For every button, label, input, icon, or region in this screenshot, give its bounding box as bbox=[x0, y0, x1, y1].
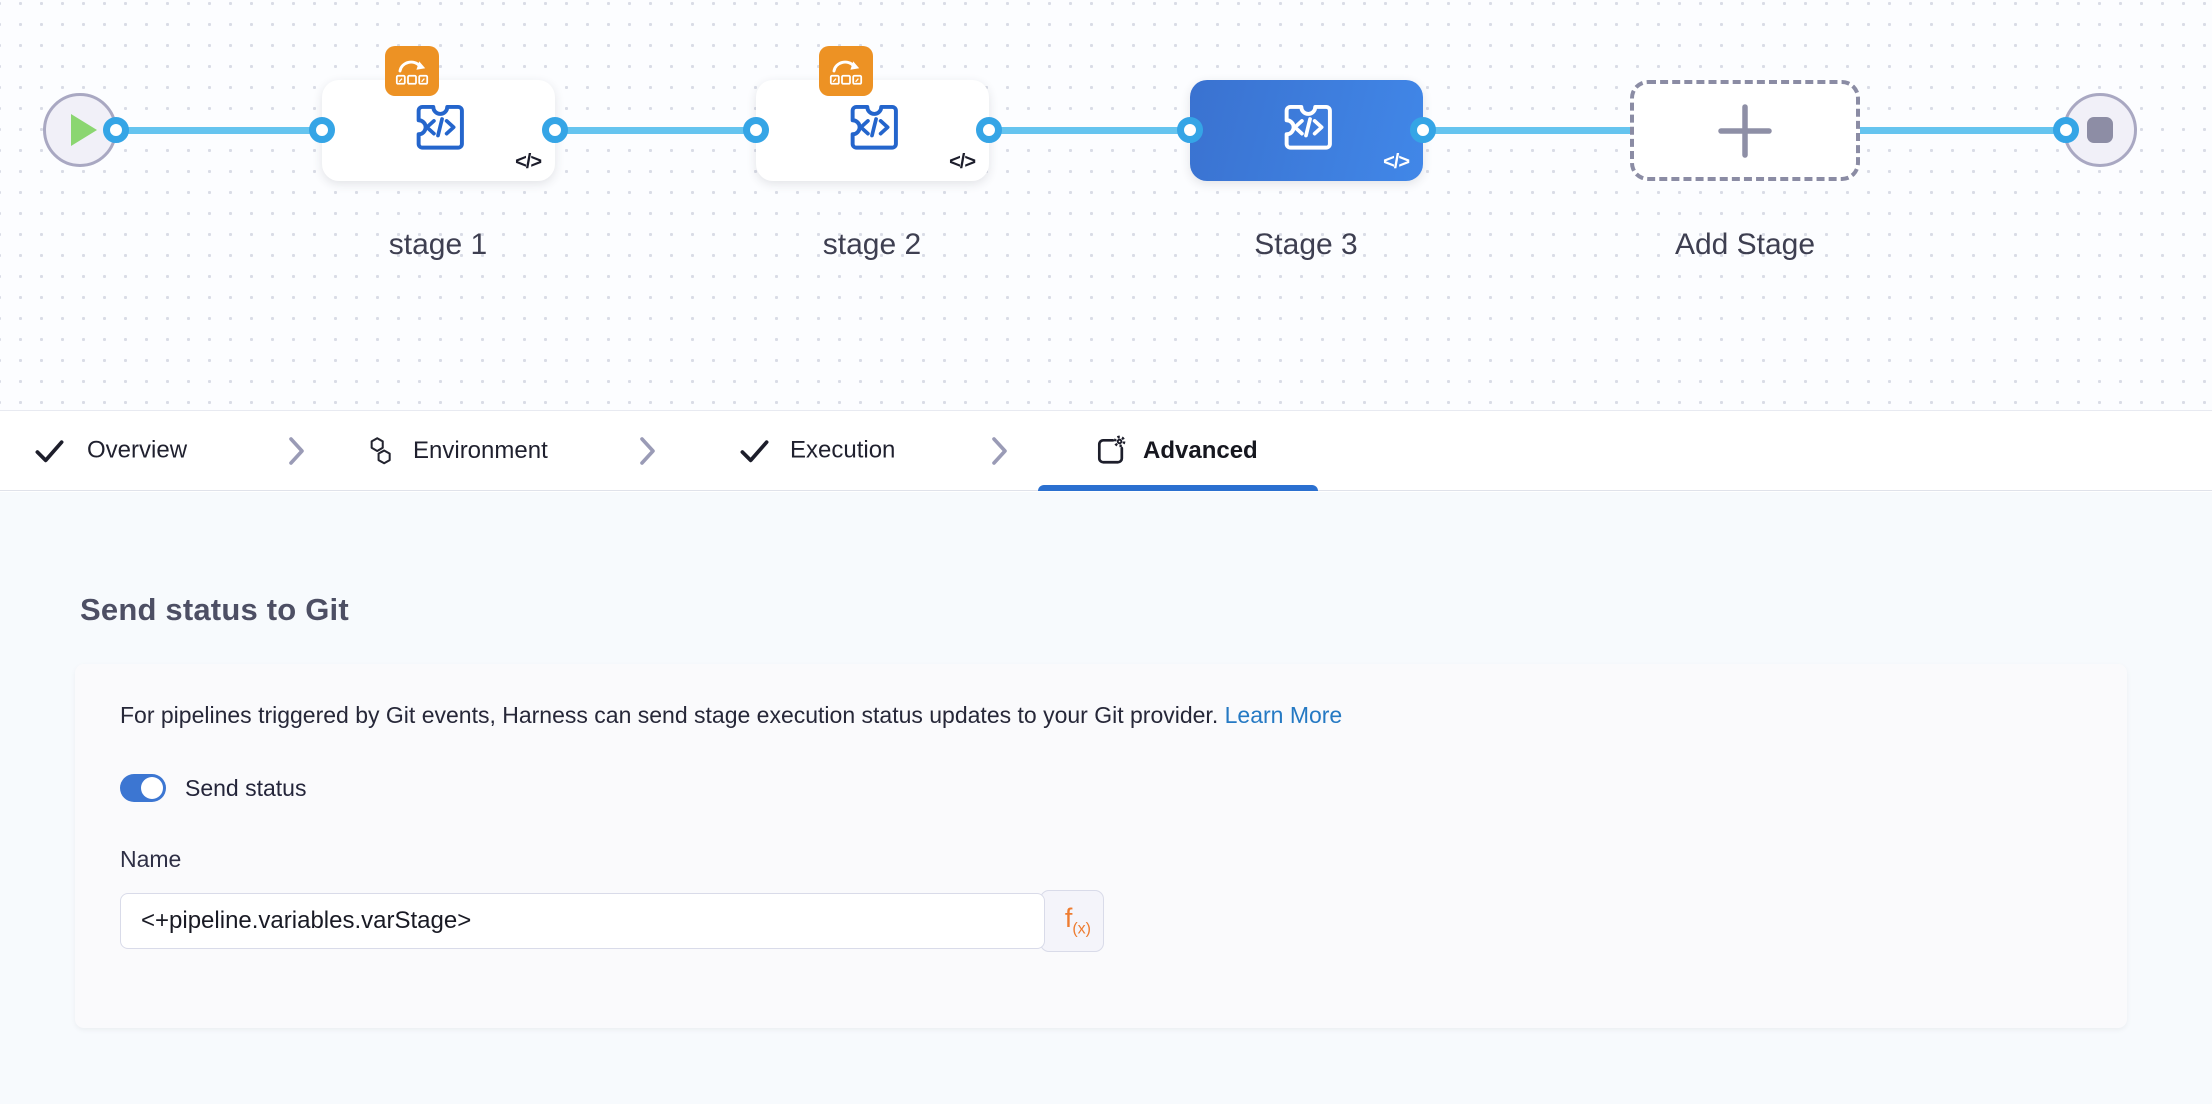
connector-port[interactable] bbox=[309, 117, 335, 143]
hexagons-icon bbox=[370, 436, 391, 464]
send-status-toggle[interactable] bbox=[120, 774, 166, 802]
send-status-toggle-row: Send status bbox=[120, 774, 306, 802]
yaml-code-icon: </> bbox=[1383, 151, 1410, 173]
yaml-code-icon: </> bbox=[515, 151, 542, 173]
tab-overview[interactable]: Overview bbox=[33, 434, 187, 467]
pipeline-start-node bbox=[43, 93, 117, 167]
connector-port[interactable] bbox=[976, 117, 1002, 143]
connector-port[interactable] bbox=[743, 117, 769, 143]
custom-stage-icon bbox=[841, 99, 905, 160]
tab-advanced[interactable]: Advanced bbox=[1092, 433, 1258, 469]
send-status-card: For pipelines triggered by Git events, H… bbox=[75, 664, 2127, 1028]
name-input[interactable] bbox=[120, 893, 1045, 949]
learn-more-link[interactable]: Learn More bbox=[1224, 702, 1343, 728]
stage-label: stage 2 bbox=[822, 228, 922, 261]
tab-advanced-label: Advanced bbox=[1143, 436, 1258, 464]
toggle-label: Send status bbox=[185, 774, 307, 801]
stage-node-1[interactable]: </> bbox=[322, 46, 555, 181]
tab-execution-label: Execution bbox=[790, 436, 896, 464]
advanced-panel: Send status to Git For pipelines trigger… bbox=[0, 492, 2212, 1104]
connector-port[interactable] bbox=[103, 117, 129, 143]
stage-node-3-selected[interactable]: </> bbox=[1190, 80, 1423, 181]
rolling-deploy-badge-icon bbox=[385, 46, 439, 96]
connector-port[interactable] bbox=[1410, 117, 1436, 143]
custom-stage-icon bbox=[407, 99, 471, 160]
tab-overview-label: Overview bbox=[87, 436, 188, 464]
custom-stage-icon bbox=[1275, 99, 1339, 160]
connector-port[interactable] bbox=[2053, 117, 2079, 143]
tab-execution[interactable]: Execution bbox=[738, 434, 895, 467]
tab-environment[interactable]: Environment bbox=[366, 435, 548, 467]
tab-environment-label: Environment bbox=[413, 436, 548, 464]
rolling-deploy-badge-icon bbox=[819, 46, 873, 96]
yaml-code-icon: </> bbox=[949, 151, 976, 173]
section-heading: Send status to Git bbox=[80, 592, 349, 627]
name-field-wrap: f(x) bbox=[120, 890, 1120, 952]
play-icon bbox=[71, 114, 97, 146]
fx-icon: f(x) bbox=[1064, 902, 1091, 938]
stop-icon bbox=[2087, 117, 2113, 143]
plus-icon bbox=[1718, 103, 1772, 158]
check-icon bbox=[740, 439, 769, 462]
settings-square-icon bbox=[1097, 435, 1126, 464]
send-status-description: For pipelines triggered by Git events, H… bbox=[120, 702, 1342, 729]
connector-port[interactable] bbox=[1177, 117, 1203, 143]
pipeline-canvas[interactable]: </> bbox=[0, 0, 2212, 410]
active-tab-indicator bbox=[1038, 485, 1318, 491]
name-field-label: Name bbox=[120, 846, 182, 872]
stage-label: Stage 3 bbox=[1254, 228, 1358, 261]
stage-label: Add Stage bbox=[1674, 228, 1816, 261]
chevron-right-icon bbox=[638, 435, 658, 467]
toggle-knob bbox=[141, 777, 163, 799]
add-stage-button[interactable] bbox=[1630, 80, 1860, 181]
connector-line bbox=[80, 127, 2092, 134]
stage-label: stage 1 bbox=[388, 228, 488, 261]
chevron-right-icon bbox=[990, 435, 1010, 467]
check-icon bbox=[35, 439, 64, 462]
stage-config-tabbar: Overview Environment Execution bbox=[0, 410, 2212, 491]
connector-port[interactable] bbox=[542, 117, 568, 143]
expression-fx-button[interactable]: f(x) bbox=[1040, 890, 1104, 952]
description-text: For pipelines triggered by Git events, H… bbox=[120, 702, 1219, 728]
chevron-right-icon bbox=[287, 435, 307, 467]
stage-node-2[interactable]: </> bbox=[756, 46, 989, 181]
